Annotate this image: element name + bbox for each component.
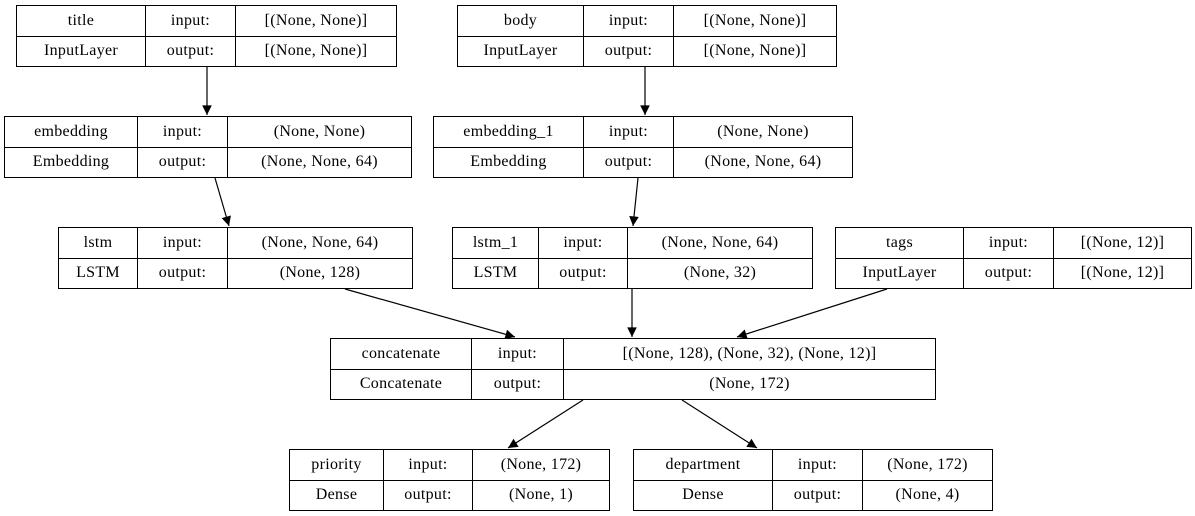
layer-node-embedding-1: embedding_1 input: (None, None) Embeddin… [433,116,853,178]
layer-name-cell: department [634,450,773,480]
layer-name-cell: concatenate [331,339,472,369]
layer-node-embedding: embedding input: (None, None) Embedding … [4,116,412,178]
layer-name-cell: lstm_1 [453,228,539,258]
shape-cell: [(None, 12)] [1080,233,1165,251]
edge-embedding_1-to-lstm_1 [629,177,639,227]
io-label-cell: output: [138,147,228,177]
layer-type-cell: InputLayer [17,36,146,66]
edge-tags-to-concatenate [736,288,888,339]
shape-cell: [(None, None)] [703,11,807,29]
layer-type-cell: LSTM [453,258,539,288]
layer-name-cell: tags [836,228,964,258]
io-label-cell: output: [138,258,228,288]
io-label-cell: output: [384,480,473,510]
layer-node-lstm-1: lstm_1 input: (None, None, 64) LSTM outp… [452,227,813,289]
layer-type-cell: Concatenate [331,369,472,399]
io-label-cell: input: [138,117,228,147]
shape-cell: (None, 1) [508,486,573,504]
layer-type-cell: Dense [634,480,773,510]
shape-cell: (None, None, 64) [261,153,378,171]
layer-name-cell: title [17,6,146,36]
io-label-cell: output: [773,480,863,510]
edge-concatenate-to-department [681,399,758,449]
shape-cell: (None, 32) [683,264,757,282]
io-label-cell: output: [584,36,674,66]
io-label-cell: input: [138,228,228,258]
shape-cell: (None, None) [273,122,366,140]
shape-cell: [(None, None)] [703,42,807,60]
layer-node-department: department input: (None, 172) Dense outp… [633,449,993,511]
layer-type-cell: Embedding [434,147,584,177]
io-label-cell: output: [472,369,564,399]
layer-type-cell: InputLayer [836,258,964,288]
shape-cell: (None, None) [717,122,809,140]
layer-type-cell: LSTM [59,258,138,288]
io-label-cell: input: [584,117,674,147]
io-label-cell: output: [539,258,628,288]
io-label-cell: output: [964,258,1054,288]
layer-type-cell: Dense [290,480,384,510]
io-label-cell: input: [472,339,564,369]
layer-name-cell: lstm [59,228,138,258]
edge-embedding-to-lstm [214,177,231,227]
layer-name-cell: body [458,6,584,36]
shape-cell: (None, 4) [895,486,960,504]
shape-cell: [(None, 128), (None, 32), (None, 12)] [622,344,877,362]
shape-cell: [(None, None)] [264,11,368,29]
shape-cell: (None, None, 64) [661,233,779,251]
layer-node-tags: tags input: [(None, 12)] InputLayer outp… [835,227,1192,289]
layer-node-priority: priority input: (None, 172) Dense output… [289,449,610,511]
shape-cell: [(None, 12)] [1080,264,1165,282]
layer-type-cell: Embedding [5,147,138,177]
shape-cell: (None, None, 64) [261,233,379,251]
layer-node-lstm: lstm input: (None, None, 64) LSTM output… [58,227,413,289]
io-label-cell: output: [146,36,236,66]
shape-cell: [(None, None)] [264,42,368,60]
io-label-cell: input: [773,450,863,480]
shape-cell: (None, None, 64) [704,153,822,171]
layer-type-cell: InputLayer [458,36,584,66]
io-label-cell: input: [584,6,674,36]
io-label-cell: input: [539,228,628,258]
io-label-cell: input: [146,6,236,36]
layer-name-cell: priority [290,450,384,480]
io-label-cell: input: [384,450,473,480]
layer-name-cell: embedding_1 [434,117,584,147]
layer-node-concatenate: concatenate input: [(None, 128), (None, … [330,338,936,400]
shape-cell: (None, 172) [709,375,790,393]
shape-cell: (None, 172) [500,455,582,473]
layer-name-cell: embedding [5,117,138,147]
edge-lstm-to-concatenate [344,288,516,340]
io-label-cell: output: [584,147,674,177]
io-label-cell: input: [964,228,1054,258]
shape-cell: (None, 128) [279,264,361,282]
layer-node-body: body input: [(None, None)] InputLayer ou… [457,5,837,67]
edge-concatenate-to-priority [507,399,584,449]
layer-node-title: title input: [(None, None)] InputLayer o… [16,5,397,67]
shape-cell: (None, 172) [887,455,968,473]
